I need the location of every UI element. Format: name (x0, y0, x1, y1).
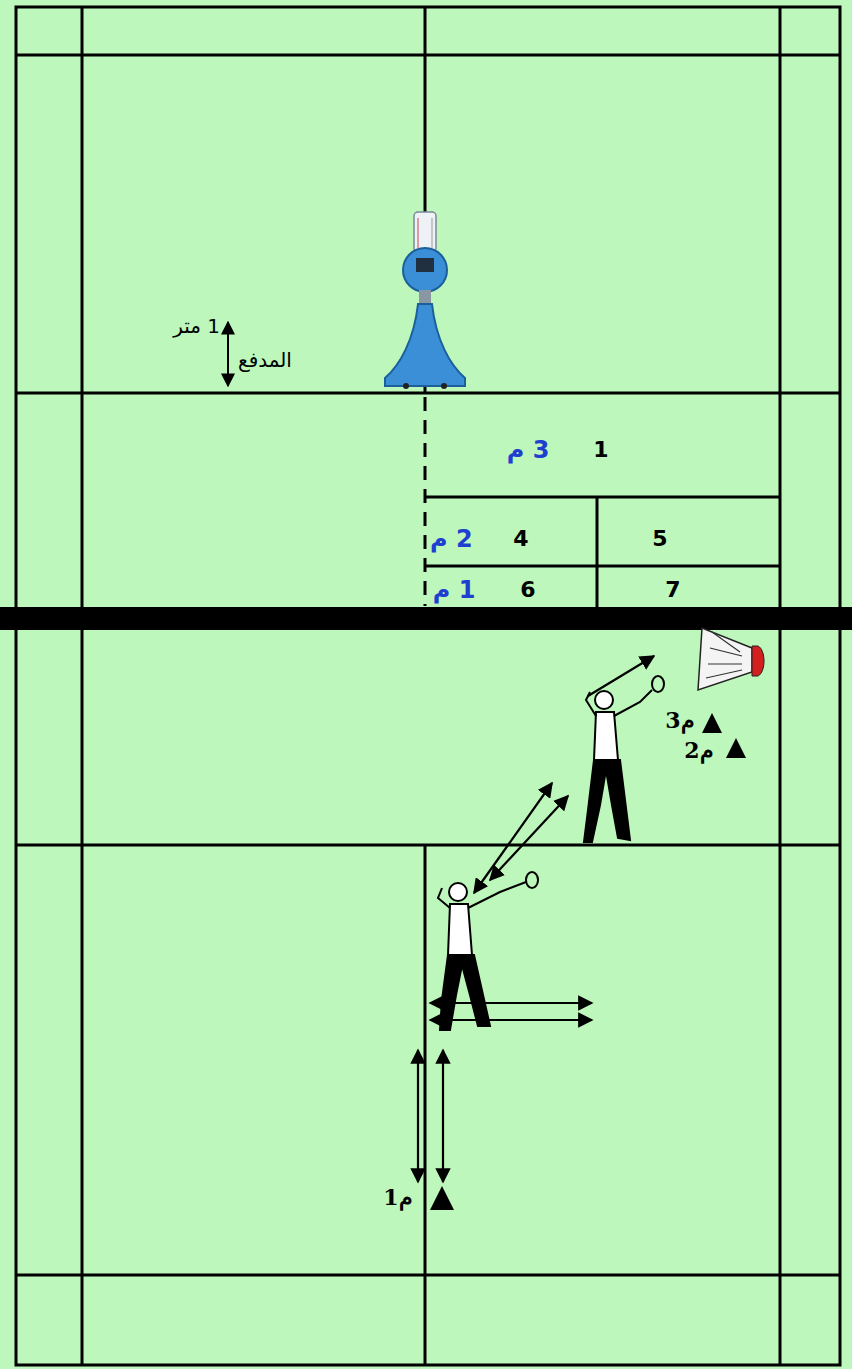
back-line (16, 1274, 840, 1277)
service-line (16, 844, 840, 847)
court-zone: 5 (599, 499, 778, 564)
court-zone: 2 م 4 (428, 499, 595, 564)
service-line (16, 392, 840, 395)
shuttlecock (698, 628, 764, 690)
marker-label: م3 (665, 709, 694, 731)
court-lines (16, 7, 840, 1365)
shuttle-launcher (385, 212, 465, 389)
centre-dashed-line (424, 397, 427, 606)
centre-line (424, 845, 427, 1365)
zone-line (425, 496, 780, 499)
marker-label: م2 (684, 739, 713, 761)
zone-number: 1 (593, 439, 608, 461)
dimension-arrow (227, 322, 229, 386)
side-line (779, 7, 782, 1365)
zone-number: 5 (652, 528, 667, 550)
court-border (16, 7, 840, 1365)
zone-number: 4 (513, 528, 528, 550)
movement-arrows (418, 656, 654, 1182)
court-zone: 7 (599, 568, 778, 606)
back-line (16, 54, 840, 57)
dimension-label: 1 متر (173, 316, 220, 336)
court-zone: 1 م 6 (428, 568, 595, 606)
zone-line (596, 497, 599, 607)
zone-number: 6 (520, 579, 535, 601)
net (0, 607, 852, 630)
marker-label: م1 (383, 1186, 412, 1208)
zone-number: 7 (665, 579, 680, 601)
distance-label: 1 م (433, 578, 476, 602)
marker-triangles (430, 713, 746, 1210)
zone-line (425, 565, 780, 568)
distance-label: 3 م (507, 438, 550, 462)
distance-label: 2 م (430, 527, 473, 551)
player-figure (438, 872, 538, 1030)
court-zone: 3 م 1 (428, 396, 778, 495)
player-figure (584, 676, 664, 842)
launcher-label: المدفع (238, 350, 292, 370)
side-line (81, 7, 84, 1365)
